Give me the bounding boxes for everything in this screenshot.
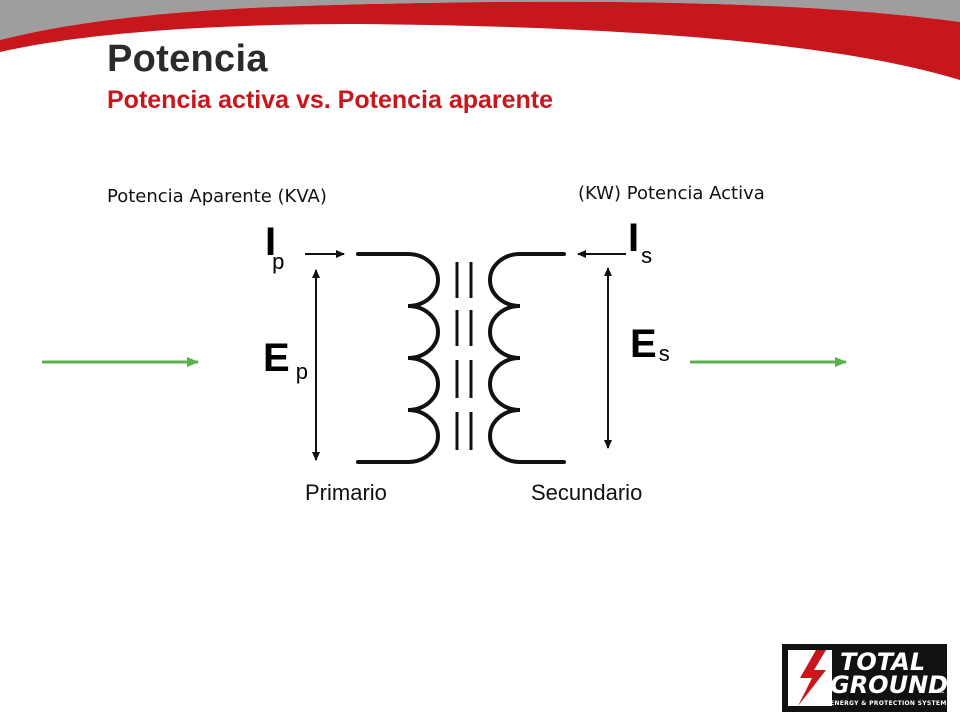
header-red-band bbox=[0, 1, 960, 80]
primary-current-letter: I bbox=[265, 220, 277, 264]
primary-winding bbox=[356, 252, 440, 464]
secondary-winding bbox=[488, 252, 566, 464]
secondary-current-subscript: s bbox=[641, 243, 653, 268]
slide-title: Potencia bbox=[107, 38, 268, 80]
logo-word-total: TOTAL bbox=[840, 648, 926, 676]
logo-word-ground: GROUND bbox=[830, 671, 949, 699]
lightning-bolt-icon bbox=[788, 650, 832, 706]
primary-voltage-letter: E bbox=[263, 336, 290, 380]
primary-current-subscript: p bbox=[272, 249, 285, 274]
logo-trademark: M.R. bbox=[929, 688, 945, 695]
secondary-voltage-subscript: s bbox=[658, 341, 670, 366]
secondary-current-symbol: Is bbox=[628, 216, 652, 268]
primary-winding-label: Primario bbox=[305, 480, 387, 505]
secondary-winding-label: Secundario bbox=[531, 480, 643, 505]
logo-tagline: ENERGY & PROTECTION SYSTEM bbox=[830, 700, 947, 707]
secondary-voltage-letter: E bbox=[630, 322, 657, 366]
primary-current-symbol: Ip bbox=[265, 220, 284, 274]
primary-voltage-subscript: p bbox=[295, 359, 308, 384]
total-ground-logo: TOTAL GROUND M.R. ENERGY & PROTECTION SY… bbox=[782, 644, 949, 712]
slide-subtitle: Potencia activa vs. Potencia aparente bbox=[107, 86, 554, 114]
secondary-voltage-symbol: Es bbox=[630, 322, 670, 367]
secondary-current-letter: I bbox=[628, 216, 640, 260]
transformer-core bbox=[455, 262, 473, 450]
active-power-label: (KW) Potencia Activa bbox=[578, 183, 765, 204]
header-gray-band bbox=[0, 0, 960, 40]
header-banner bbox=[0, 0, 960, 80]
apparent-power-label: Potencia Aparente (KVA) bbox=[107, 186, 327, 207]
